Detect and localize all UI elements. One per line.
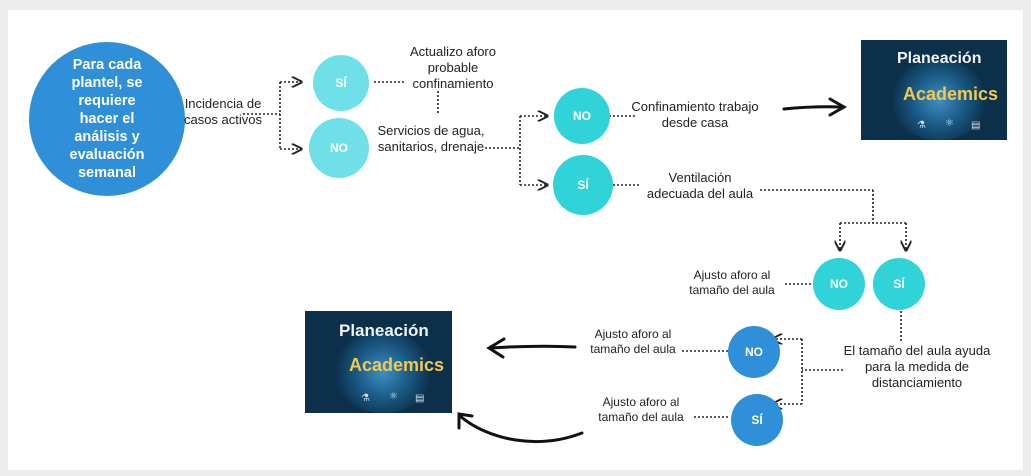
start-text: Para cada plantel, se requiere hacer el …: [69, 57, 145, 181]
logo-line-1: Planeación: [339, 321, 429, 340]
label-actualizo: Actualizo aforo probable confinamiento: [410, 44, 496, 91]
node-si-servicios: SÍ: [553, 155, 613, 215]
logo-line-2: Academics: [349, 355, 445, 375]
label-incidencia: Incidencia de casos activos: [183, 96, 263, 127]
book-icon: ▤: [415, 393, 425, 404]
label-ventilacion: Ventilación adecuada del aula: [646, 170, 754, 201]
label-ajuste-1: Ajusto aforo al tamaño del aula: [689, 268, 775, 297]
label-ajuste-2: Ajusto aforo al tamaño del aula: [590, 327, 676, 356]
label-tamano: El tamaño del aula ayuda para la medida …: [843, 343, 991, 390]
node-no-tamano: NO: [728, 326, 780, 378]
diagram-canvas: Para cada plantel, se requiere hacer el …: [8, 10, 1023, 470]
start-node: Para cada plantel, se requiere hacer el …: [29, 42, 185, 196]
node-si-tamano: SÍ: [731, 394, 783, 446]
logo-line-2: Academics: [903, 84, 999, 104]
node-no-ventilacion: NO: [813, 258, 865, 310]
logo-line-1: Planeación: [897, 50, 982, 67]
node-si-ventilacion: SÍ: [873, 258, 925, 310]
atom-icon: ⚛: [389, 391, 398, 402]
label-ajuste-3: Ajusto aforo al tamaño del aula: [598, 395, 684, 424]
node-si-incidencia: SÍ: [313, 55, 369, 111]
label-servicios: Servicios de agua, sanitarios, drenaje: [377, 123, 485, 154]
book-icon: ▤: [971, 120, 981, 131]
flask-icon: ⚗: [917, 120, 926, 131]
flask-icon: ⚗: [361, 393, 370, 404]
planeacion-academics-logo: Planeación Academics ⚗ ⚛ ▤: [861, 40, 1007, 140]
connector-lines: [243, 10, 1023, 443]
label-confinamiento: Confinamiento trabajo desde casa: [631, 99, 759, 130]
node-no-servicios: NO: [554, 88, 610, 144]
node-no-incidencia: NO: [309, 118, 369, 178]
atom-icon: ⚛: [945, 118, 954, 129]
planeacion-academics-logo-2: Planeación Academics ⚗ ⚛ ▤: [305, 311, 452, 413]
